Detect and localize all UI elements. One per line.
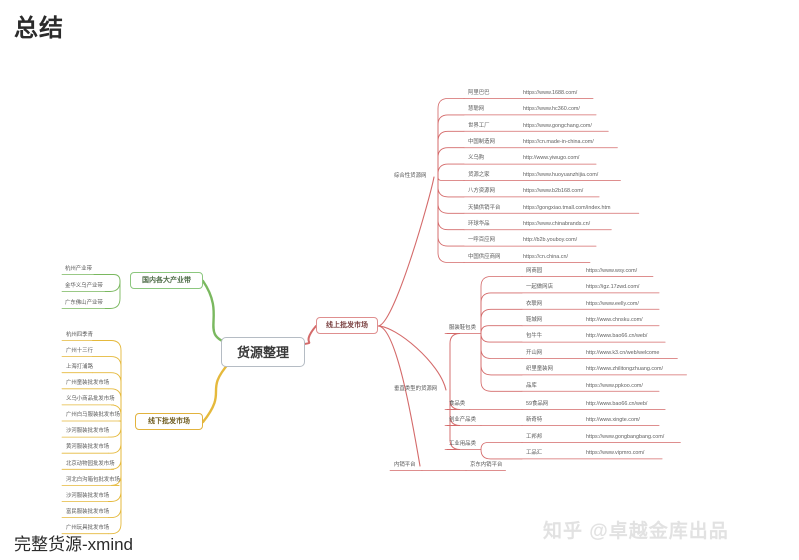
item-url-apparel-4[interactable]: http://www.bao66.cn/web/ [586,333,648,340]
item-name-A-6[interactable]: 八方资源网 [468,188,495,195]
leaf-offline-wholesale-9[interactable]: 河北白沟箱包批发市场 [66,476,120,483]
leaf-offline-wholesale-12[interactable]: 广州玩具批发市场 [66,524,110,531]
leaf-offline-wholesale-5[interactable]: 广州白马服装批发市场 [66,412,120,419]
item-name-A-8[interactable]: 环球华品 [468,220,490,227]
item-url-apparel-0[interactable]: https://www.wsy.com/ [586,267,638,274]
item-url-apparel-7[interactable]: https://www.ppkoo.com/ [586,382,643,389]
subgroup-label-3[interactable]: 工业用品类 [449,440,476,447]
branch-domestic-belts[interactable]: 国内各大产业带 [130,272,203,289]
item-url-A-5[interactable]: https://www.huoyuanzhijia.com/ [523,171,599,178]
item-url-apparel-6[interactable]: http://www.zhilitongzhuang.com/ [586,366,664,373]
leaf-offline-wholesale-10[interactable]: 沙河服装批发市场 [66,492,110,499]
item-url-A-10[interactable]: https://cn.china.cn/ [523,253,568,260]
item-name-A-7[interactable]: 天猫供销平台 [468,204,501,211]
branch-offline-wholesale[interactable]: 线下批发市场 [135,413,203,430]
item-name-A-4[interactable]: 义乌购 [468,155,485,162]
item-name-A-9[interactable]: 一呼百应网 [468,237,495,244]
item-url-apparel-2[interactable]: https://www.eelly.com/ [586,300,639,307]
item-url-A-0[interactable]: https://www.1688.com/ [523,89,578,96]
leaf-domestic-belts-1[interactable]: 金华义乌产业带 [65,282,103,289]
watermark: 知乎 @卓越金库出品 [543,521,729,542]
item-name-apparel-3[interactable]: 鞋城网 [526,316,543,323]
item-name-industrial-0[interactable]: 工邦邦 [526,433,543,440]
item-url-A-2[interactable]: https://www.gongchang.com/ [523,122,592,129]
leaf-domestic-belts-0[interactable]: 杭州产业带 [65,265,92,272]
item-name-A-3[interactable]: 中国制造网 [468,138,495,145]
leaf-offline-wholesale-2[interactable]: 上海打浦路 [66,363,93,370]
item-url-A-1[interactable]: https://www.hc360.com/ [523,106,580,113]
subgroup-label-2[interactable]: 创业产品类 [449,416,476,423]
subgroup-label-0[interactable]: 服装鞋包类 [449,324,476,331]
root-node[interactable]: 货源整理 [221,337,305,367]
leaf-offline-wholesale-8[interactable]: 北京动物园批发市场 [66,460,115,467]
item-url-A-6[interactable]: https://www.b2b168.com/ [523,188,584,195]
item-name-apparel-0[interactable]: 网商园 [526,267,543,274]
item-name-food-0[interactable]: 59食品网 [526,400,549,407]
item-url-apparel-3[interactable]: http://www.chnsku.com/ [586,316,643,323]
item-name-A-10[interactable]: 中国供应商网 [468,253,501,260]
item-name-apparel-6[interactable]: 织里童装网 [526,366,553,373]
item-url-A-8[interactable]: https://www.chinabrands.cn/ [523,220,591,227]
page-title: 总结 [14,15,64,42]
group-label-2[interactable]: 内销平台 [394,461,416,468]
leaf-offline-wholesale-6[interactable]: 沙河服装批发市场 [66,428,110,435]
item-name-apparel-5[interactable]: 开山网 [526,349,543,356]
item-name-C-0[interactable]: 京东内销平台 [470,461,503,468]
item-url-A-9[interactable]: http://b2b.youboy.com/ [523,237,578,244]
item-name-apparel-4[interactable]: 包牛牛 [526,333,543,340]
item-url-A-4[interactable]: http://www.yiwugo.com/ [523,155,580,162]
leaf-offline-wholesale-0[interactable]: 杭州四季青 [66,331,93,338]
item-url-startup-0[interactable]: http://www.xingte.com/ [586,416,640,423]
item-name-industrial-1[interactable]: 工品汇 [526,450,543,457]
item-name-apparel-2[interactable]: 衣联网 [526,300,543,307]
leaf-domestic-belts-2[interactable]: 广东佛山产业带 [65,299,103,306]
item-name-startup-0[interactable]: 新奇特 [526,416,543,423]
item-url-food-0[interactable]: http://www.bao66.cn/web/ [586,400,648,407]
item-name-A-5[interactable]: 货源之家 [468,171,490,178]
item-name-apparel-7[interactable]: 品库 [526,382,537,389]
item-url-apparel-1[interactable]: https://igz.17zwd.com/ [586,284,640,291]
item-url-industrial-1[interactable]: https://www.vipmro.com/ [586,450,645,457]
item-url-industrial-0[interactable]: https://www.gongbangbang.com/ [586,433,665,440]
item-url-A-7[interactable]: https://gongxiao.tmall.com/index.htm [523,204,611,211]
group-label-0[interactable]: 综合性货源网 [394,172,427,179]
item-name-A-2[interactable]: 世界工厂 [468,122,490,129]
group-label-1[interactable]: 垂直类型的货源网 [394,385,438,392]
item-name-A-0[interactable]: 阿里巴巴 [468,89,490,96]
item-name-A-1[interactable]: 慧聪网 [468,106,485,113]
leaf-offline-wholesale-4[interactable]: 义乌小商品批发市场 [66,396,115,403]
leaf-offline-wholesale-7[interactable]: 黄河服装批发市场 [66,444,110,451]
item-name-apparel-1[interactable]: 一起做网店 [526,284,553,291]
leaf-offline-wholesale-1[interactable]: 广州十三行 [66,347,93,354]
leaf-offline-wholesale-3[interactable]: 广州童装批发市场 [66,380,110,387]
item-url-apparel-5[interactable]: http://www.k3.cn/web/welcome [586,349,660,356]
leaf-offline-wholesale-11[interactable]: 富民服装批发市场 [66,508,110,515]
item-url-A-3[interactable]: https://cn.made-in-china.com/ [523,138,594,145]
branch-online-wholesale[interactable]: 线上批发市场 [316,317,378,334]
footer-label: 完整货源-xmind [14,535,134,554]
subgroup-label-1[interactable]: 食品类 [449,400,466,407]
